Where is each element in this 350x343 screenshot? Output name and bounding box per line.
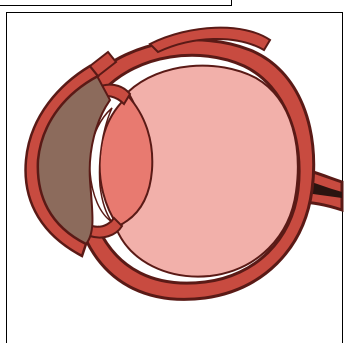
iris-lower bbox=[90, 218, 122, 238]
